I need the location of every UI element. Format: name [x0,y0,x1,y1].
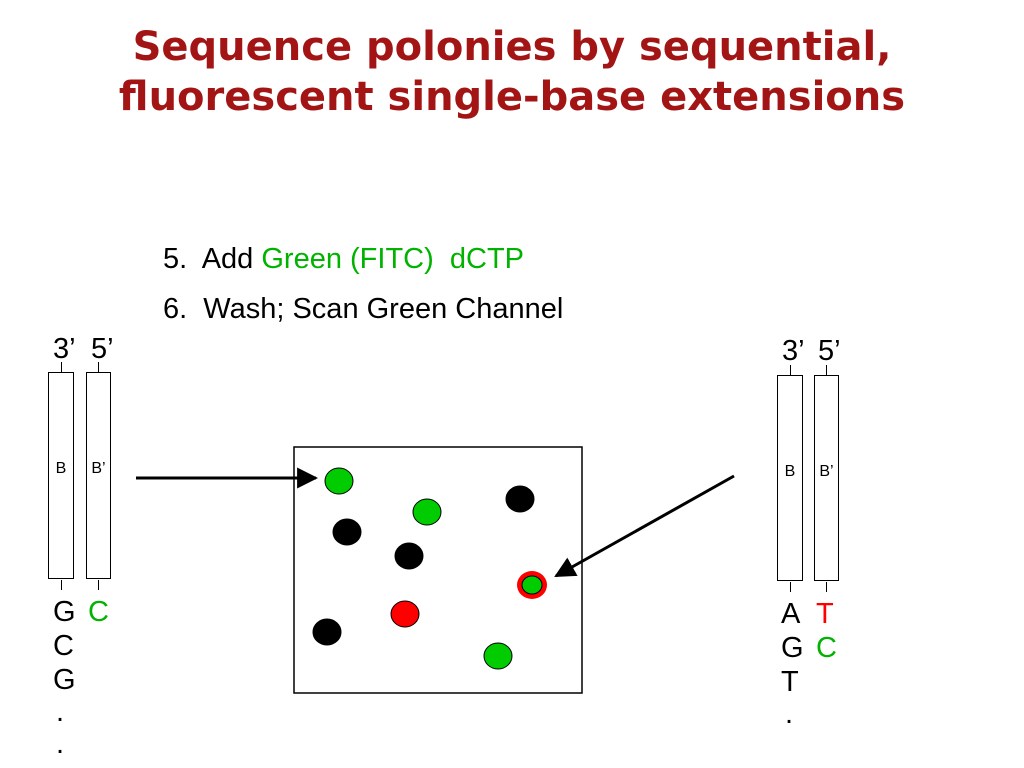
right-base-2: G [781,632,804,664]
left-strand-b-prime: B’ [86,372,111,579]
left-strand-b: B [48,372,74,579]
slide-title: Sequence polonies by sequential, fluores… [0,22,1024,122]
left-tick-top-b [61,362,62,372]
right-end-5: 5’ [818,335,841,367]
spot-green-3 [483,642,513,670]
right-arrow [554,474,735,578]
right-extended-base-1: T [816,598,834,630]
title-line-2: fluorescent single-base extensions [118,74,906,120]
spot-black-4 [312,618,342,646]
left-extended-base: C [88,596,109,628]
right-tick-top-bp [826,365,827,375]
left-tick-bottom-b [61,580,62,590]
title-line-1: Sequence polonies by sequential, [132,24,892,70]
right-base-1: A [781,598,801,630]
right-base-3: T [781,666,799,698]
left-base-1: G [53,596,76,628]
left-base-3: G [53,664,76,696]
step-5: 5. Add Green (FITC) dCTP [163,242,524,276]
right-strand-b: B [777,375,803,581]
right-tick-bottom-b [790,582,791,592]
left-base-4: . [56,696,65,728]
right-strand-b-prime: B’ [814,375,839,581]
right-strand-b-label: B [784,463,796,480]
left-strand-b-label: B [55,460,67,477]
right-strand-b-prime-label: B’ [819,463,834,480]
spots-layer [312,467,547,670]
spot-red [390,600,420,628]
spot-black-2 [394,542,424,570]
step-5-reagent: Green (FITC) dCTP [261,243,525,275]
step-5-prefix: 5. Add [163,243,262,275]
left-end-3: 3’ [53,333,76,365]
spot-green-1 [324,467,354,495]
right-base-4: . [785,698,794,730]
step-6: 6. Wash; Scan Green Channel [163,293,564,325]
spot-green-2 [412,498,442,526]
right-end-3: 3’ [782,335,805,367]
right-extended-base-2: C [816,632,837,664]
left-base-2: C [53,630,74,662]
left-tick-top-bp [98,362,99,372]
left-end-5: 5’ [91,333,114,365]
right-tick-top-b [790,365,791,375]
spot-red-ring-green [521,575,543,595]
spot-black-1 [332,518,362,546]
left-strand-b-prime-label: B’ [91,460,106,477]
right-tick-bottom-bp [826,582,827,592]
left-base-5: . [56,728,65,760]
spot-black-3 [505,485,535,513]
left-tick-bottom-bp [98,580,99,590]
